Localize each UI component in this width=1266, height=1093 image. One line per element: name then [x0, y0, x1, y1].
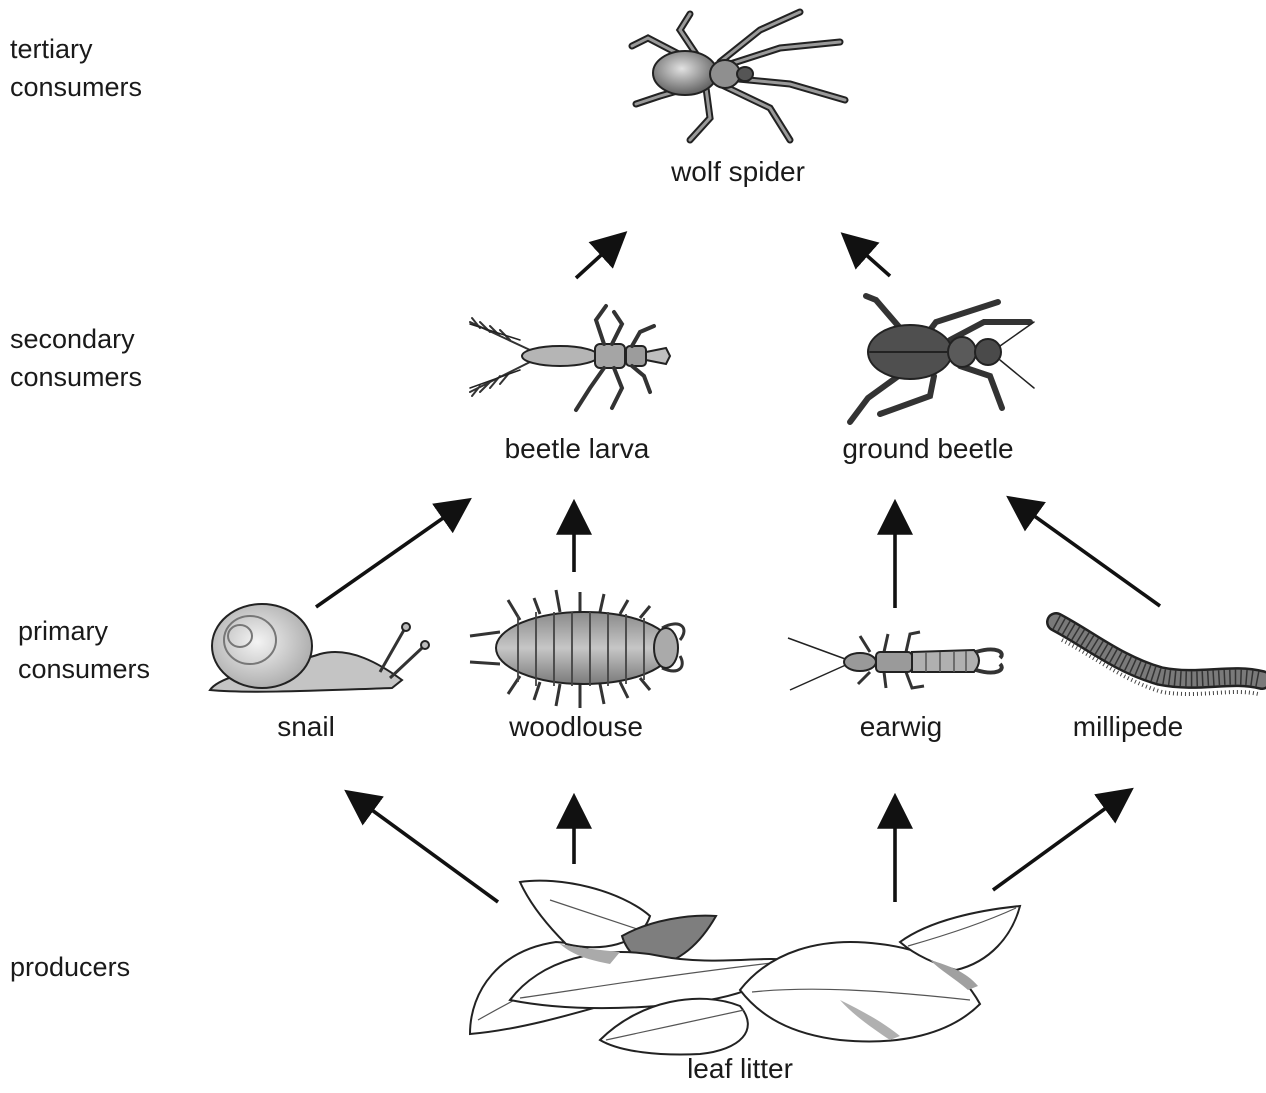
arrow-millipede-to-ground-beetle [1012, 500, 1160, 606]
ground-beetle-illustration [850, 296, 1034, 422]
arrow-ground-beetle-to-wolf-spider [846, 237, 890, 276]
arrow-snail-to-beetle-larva [316, 502, 466, 607]
millipede-illustration [1056, 622, 1262, 694]
arrow-beetle-larva-to-wolf-spider [576, 236, 622, 278]
woodlouse-illustration [470, 590, 684, 708]
earwig-illustration [788, 632, 1002, 690]
arrow-leaf-litter-to-snail [350, 794, 498, 902]
leaf-litter-illustration [470, 881, 1020, 1055]
snail-illustration [210, 604, 429, 692]
wolf-spider-illustration [632, 12, 845, 140]
arrow-leaf-litter-to-millipede [993, 792, 1128, 890]
beetle-larva-illustration [470, 306, 670, 410]
